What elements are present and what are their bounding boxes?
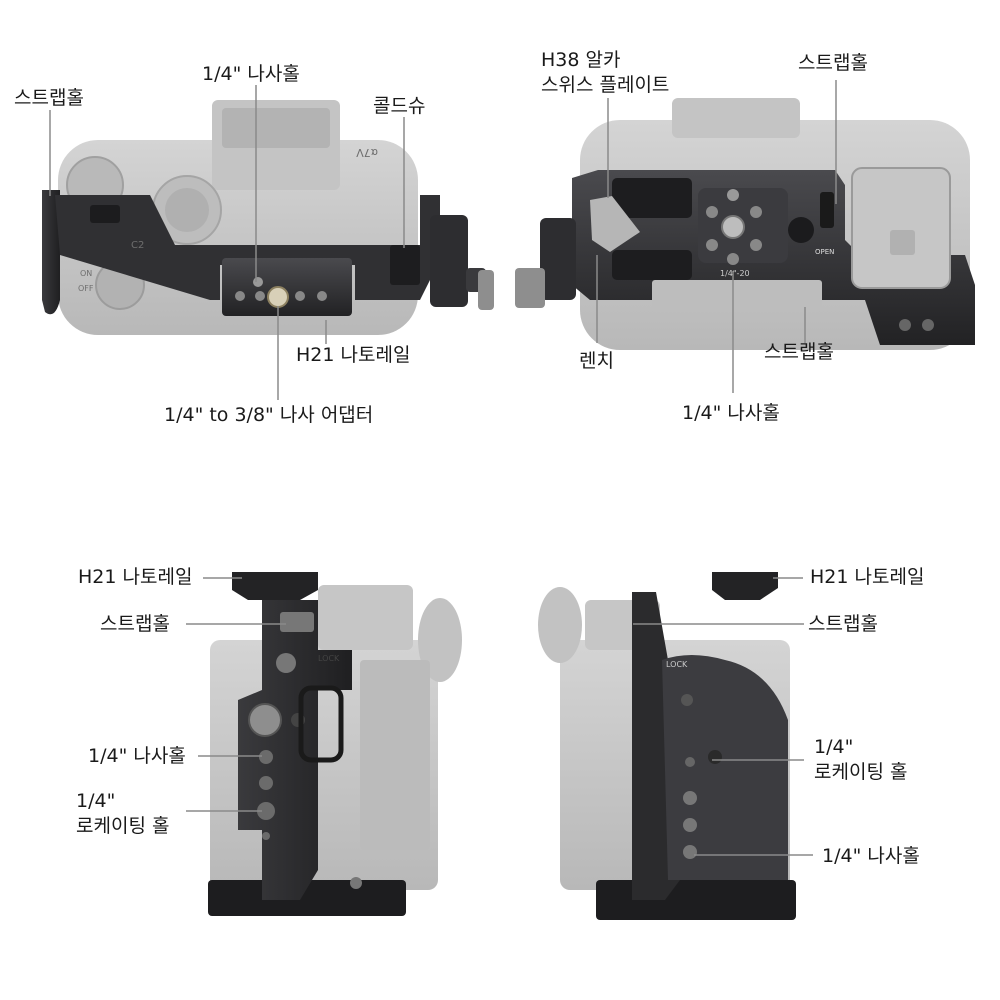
bottom-left-camera-side-view: [208, 572, 462, 916]
label-locating-br-2: 로케이팅 홀: [814, 761, 908, 783]
cold-shoe: [390, 245, 420, 285]
grip: [662, 655, 788, 880]
screw-hole-1: [259, 750, 273, 764]
label-wrench: 렌치: [579, 350, 614, 372]
engraving-text: α7V C2 ON OFF 1/4"-20 OPEN LOCK LOCK: [78, 146, 834, 669]
label-strap-hole-tl: 스트랩홀: [14, 87, 84, 109]
label-locating-bl-2: 로케이팅 홀: [76, 815, 170, 837]
label-screw-hole-br: 1/4" 나사홀: [822, 845, 920, 867]
label-arca-line1: H38 알카: [541, 49, 621, 71]
nato-rail-side: [232, 572, 318, 600]
label-screw-hole-tl: 1/4" 나사홀: [202, 63, 300, 85]
engraving-off: OFF: [78, 284, 94, 293]
label-screw-hole-tr: 1/4" 나사홀: [682, 402, 780, 424]
top-left-camera-top-view: [42, 100, 494, 335]
label-adapter-tl: 1/4" to 3/8" 나사 어댑터: [164, 404, 374, 426]
engraving-model: α7V: [356, 146, 378, 159]
locating-hole: [257, 802, 275, 820]
label-strap-hole-br: 스트랩홀: [808, 613, 878, 635]
nato-rail-block: [222, 258, 352, 316]
bottom-right-camera-side-view: [538, 572, 796, 920]
engraving-lock-right: LOCK: [666, 660, 688, 669]
label-locating-bl-1: 1/4": [76, 790, 116, 812]
label-locating-br-1: 1/4": [814, 736, 854, 758]
leader-lines: [49, 80, 837, 856]
label-cold-shoe-tl: 콜드슈: [373, 95, 426, 117]
label-nato-rail-bl: H21 나토레일: [78, 566, 193, 588]
wrench: [590, 196, 640, 252]
label-screw-hole-bl: 1/4" 나사홀: [88, 745, 186, 767]
label-strap-hole-bl: 스트랩홀: [100, 613, 170, 635]
label-strap-hole-tr-top: 스트랩홀: [798, 52, 868, 74]
engraving-on: ON: [80, 269, 92, 278]
label-nato-rail-br: H21 나토레일: [810, 566, 925, 588]
engraving-open: OPEN: [815, 248, 834, 256]
label-arca-line2: 스위스 플레이트: [541, 74, 670, 96]
arca-plate: [612, 178, 692, 218]
label-strap-hole-tr-bottom: 스트랩홀: [764, 341, 834, 363]
engraving-thread: 1/4"-20: [720, 269, 750, 278]
label-nato-rail-tl: H21 나토레일: [296, 344, 411, 366]
engraving-lock-left: LOCK: [318, 654, 340, 663]
screw-hole-2: [683, 845, 697, 859]
top-right-camera-bottom-view: [515, 98, 975, 350]
engraving-c2: C2: [131, 240, 144, 251]
